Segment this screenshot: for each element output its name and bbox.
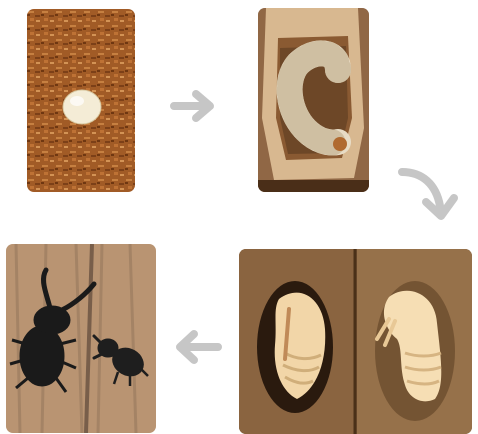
stage-pupa-panel	[239, 249, 472, 434]
arrow-larva-to-pupa	[396, 162, 462, 224]
arrow-right-icon	[170, 86, 220, 126]
egg-illustration	[27, 9, 135, 192]
larva-illustration	[258, 8, 369, 192]
pupa-illustration	[239, 249, 472, 434]
adult-beetle-illustration	[6, 244, 156, 433]
stage-larva-panel	[258, 8, 369, 192]
arrow-left-icon	[170, 326, 224, 368]
stage-egg-panel	[27, 9, 135, 192]
arrow-egg-to-larva	[170, 86, 220, 126]
arrow-curved-down-icon	[396, 162, 462, 224]
stage-adult-panel	[6, 244, 156, 433]
arrow-pupa-to-adult	[170, 326, 224, 368]
